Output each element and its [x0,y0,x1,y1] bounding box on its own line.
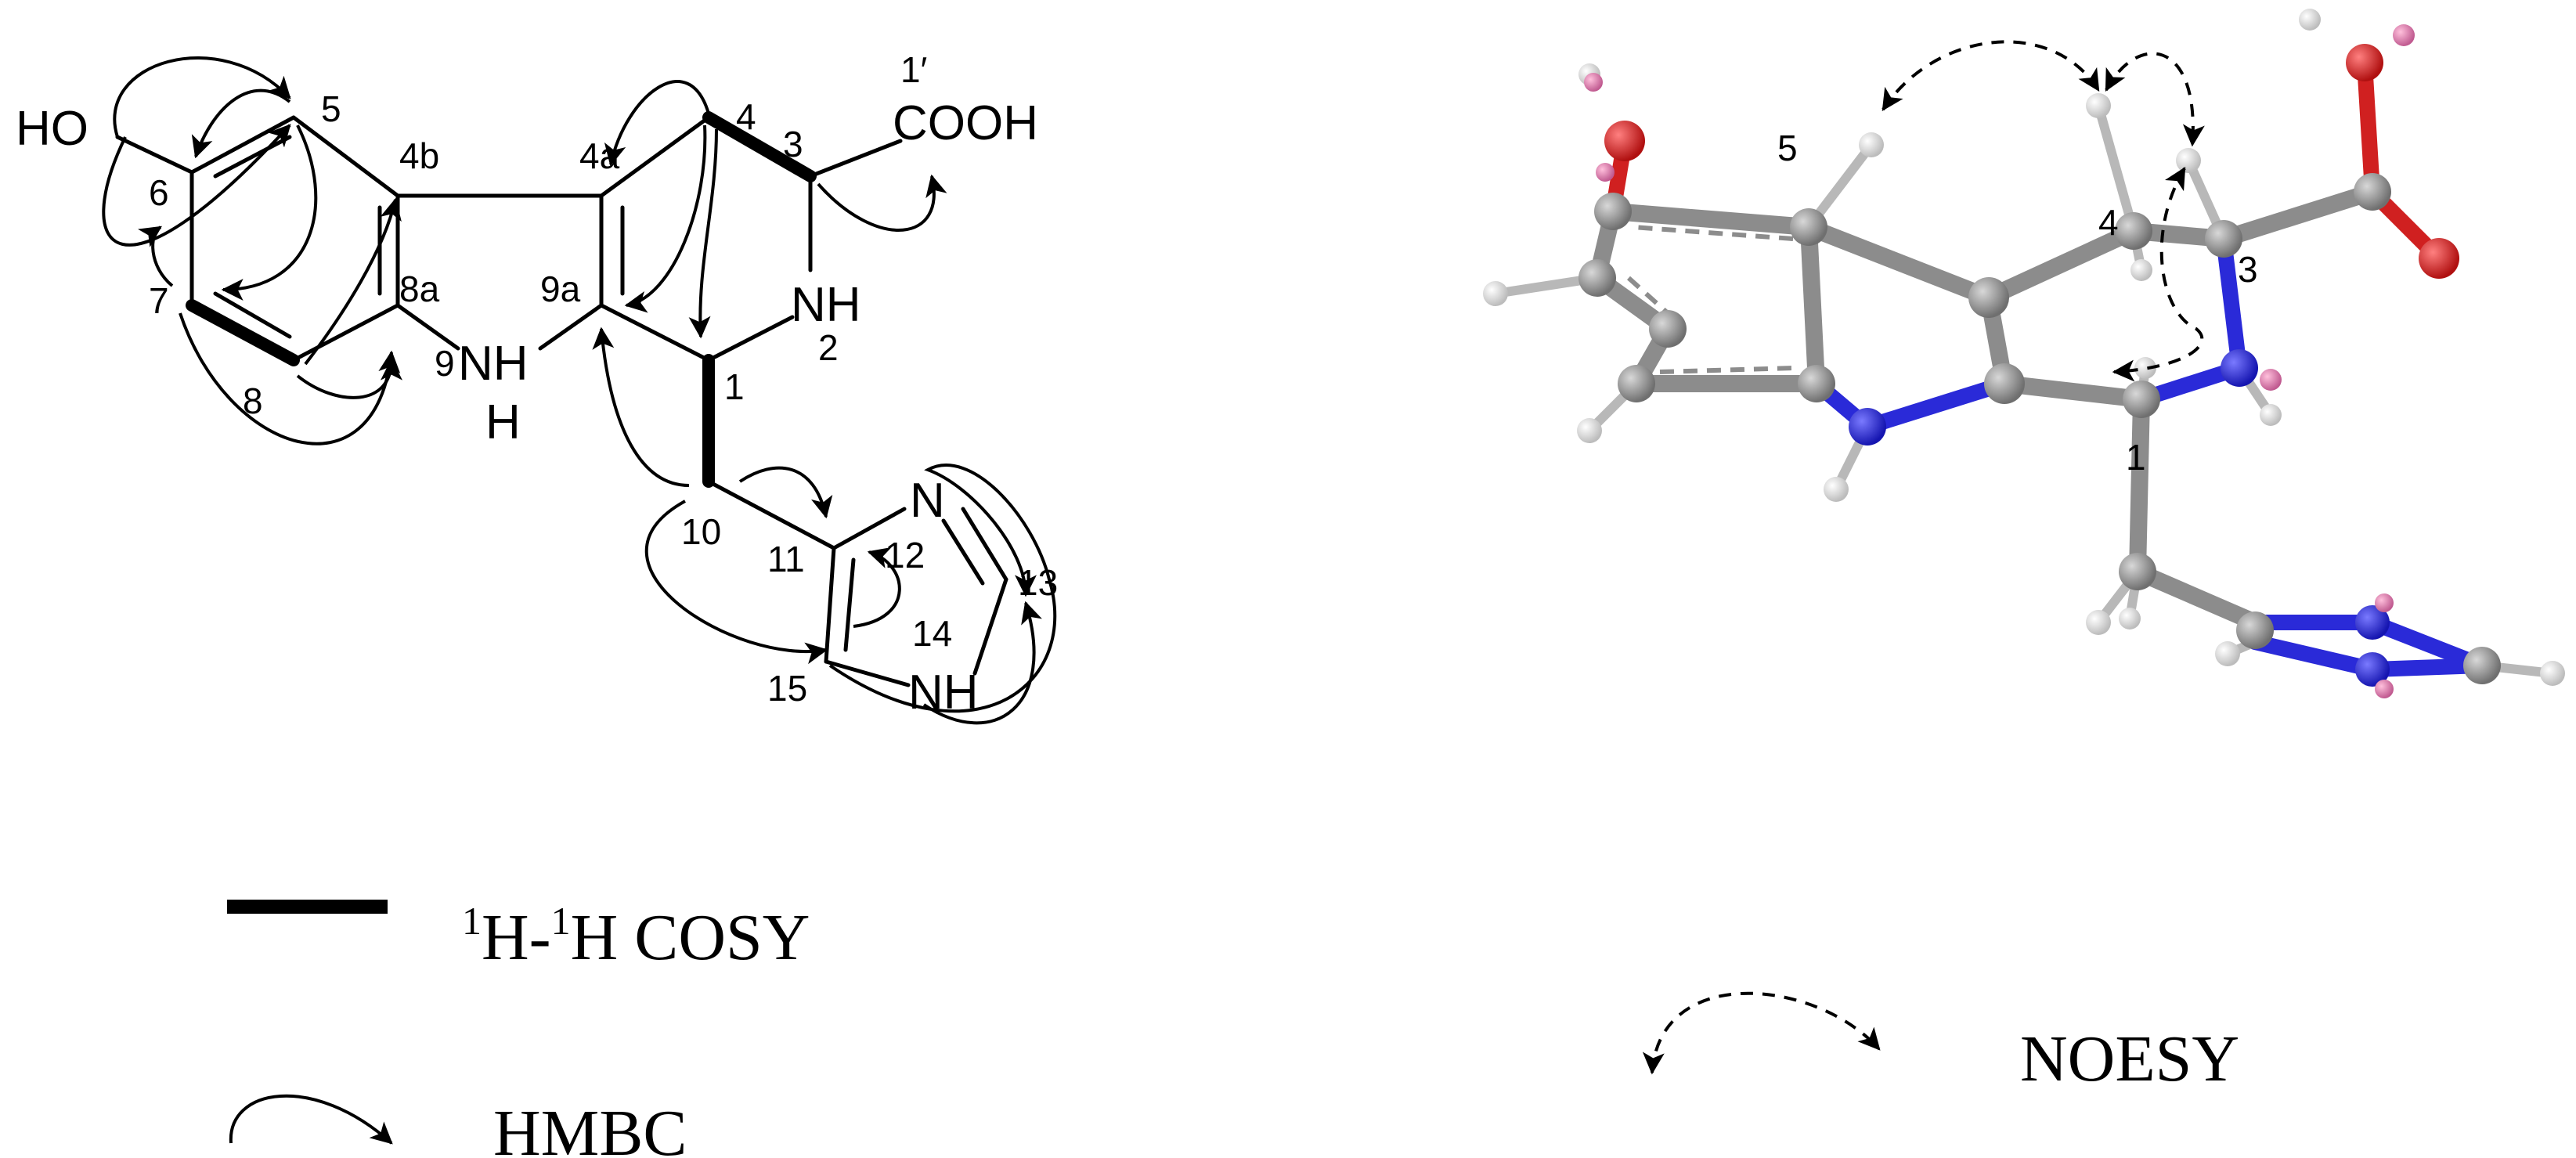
cosy-legend-label: 1H-1H COSY [462,899,810,974]
locant-3: 3 [783,124,803,164]
locant-4: 4 [736,96,756,137]
locant-11: 11 [767,539,805,579]
structure-2d: HO COOH NH H NH N NH 1′ 3 4 4a 4b 5 6 7 … [16,49,1058,725]
locant-1prime: 1′ [900,49,927,90]
indole-h-label: H [485,395,521,449]
imidazole-n-label: N [910,474,945,528]
hydroxyl-label: HO [16,102,88,156]
locant-4b: 4b [399,135,439,176]
hmbc-legend-arrow [229,1094,393,1145]
locant-14: 14 [912,613,952,654]
model-3d: 5 4 3 1 [1483,9,2565,698]
hmbc-legend-label: HMBC [493,1097,687,1158]
indole-nh-label: NH [458,337,529,391]
model-bonds [1491,55,2557,678]
hmbc-correlations [102,56,1057,725]
locant-9a: 9a [540,269,581,309]
locant-5: 5 [321,88,341,129]
locant-2: 2 [818,327,839,368]
noesy-legend-label: NOESY [2020,1023,2239,1095]
locant-12: 12 [885,535,925,575]
model-locant-1: 1 [2126,437,2146,478]
model-locant-4: 4 [2098,202,2119,243]
model-locant-3: 3 [2238,249,2258,290]
locant-6: 6 [149,172,169,213]
imidazole-side-chain [702,354,1008,687]
noesy-legend-arrow [1642,991,1881,1075]
locant-10: 10 [681,511,721,552]
carboxyl-label: COOH [893,96,1038,150]
pyrrole-ring [395,193,625,351]
legend-right: NOESY [1642,991,2239,1095]
locant-9: 9 [435,343,455,384]
model-locant-5: 5 [1777,128,1798,168]
locant-15: 15 [767,668,807,709]
locant-7: 7 [149,280,169,321]
benzene-ring [115,115,400,363]
legend-left: 1H-1H COSY HMBC [227,899,810,1158]
cosy-bond-7-8 [186,299,300,366]
piperidine-ring [599,111,903,363]
amine-nh-label: NH [791,278,861,332]
locant-8a: 8a [399,269,440,309]
noesy-correlations [1881,40,2205,382]
locant-1: 1 [724,366,745,407]
